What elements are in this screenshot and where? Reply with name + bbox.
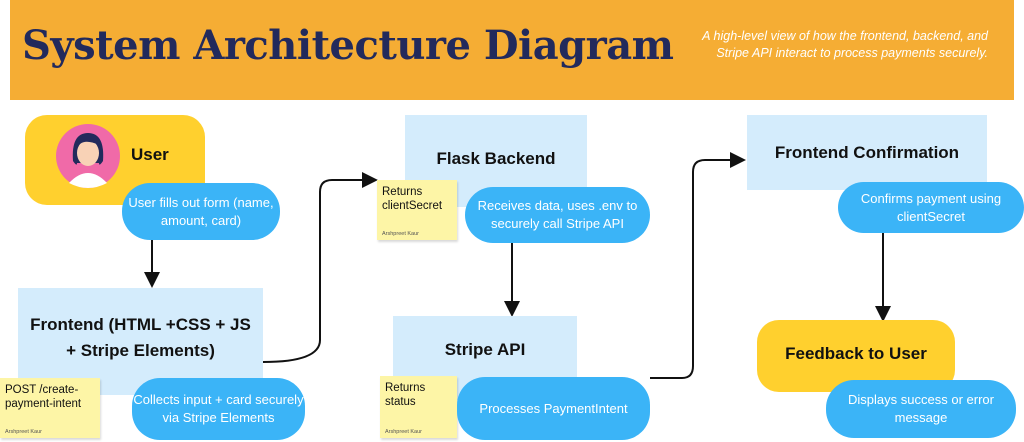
node-flask-label: Flask Backend <box>436 149 556 168</box>
note-user: User fills out form (name, amount, card) <box>122 183 280 240</box>
sticky-author: Arshpreet Kaur <box>385 429 422 435</box>
sticky-frontend-text: POST /create-payment-intent <box>5 384 82 410</box>
note-confirm: Confirms payment using clientSecret <box>838 182 1024 233</box>
sticky-stripe-text: Returns status <box>385 382 426 408</box>
note-flask: Receives data, uses .env to securely cal… <box>465 187 650 243</box>
header-banner <box>10 0 1014 100</box>
arrow-frontend-flask <box>262 172 378 363</box>
note-feedback: Displays success or error message <box>826 380 1016 438</box>
sticky-author: Arshpreet Kaur <box>382 231 419 237</box>
node-user: User <box>25 115 205 205</box>
note-frontend: Collects input + card securely via Strip… <box>132 378 305 440</box>
sticky-flask-text: Returns clientSecret <box>382 186 443 212</box>
page-subtitle: A high-level view of how the frontend, b… <box>702 29 988 60</box>
note-stripe: Processes PaymentIntent <box>457 377 650 440</box>
page-title: System Architecture Diagram <box>22 22 674 69</box>
node-confirm: Frontend Confirmation <box>747 115 987 190</box>
arrow-stripe-confirm <box>650 152 746 379</box>
node-frontend: Frontend (HTML +CSS + JS + Stripe Elemen… <box>18 288 263 395</box>
user-avatar-icon <box>56 124 120 188</box>
node-user-label: User <box>131 145 169 164</box>
sticky-author: Arshpreet Kaur <box>5 429 42 435</box>
